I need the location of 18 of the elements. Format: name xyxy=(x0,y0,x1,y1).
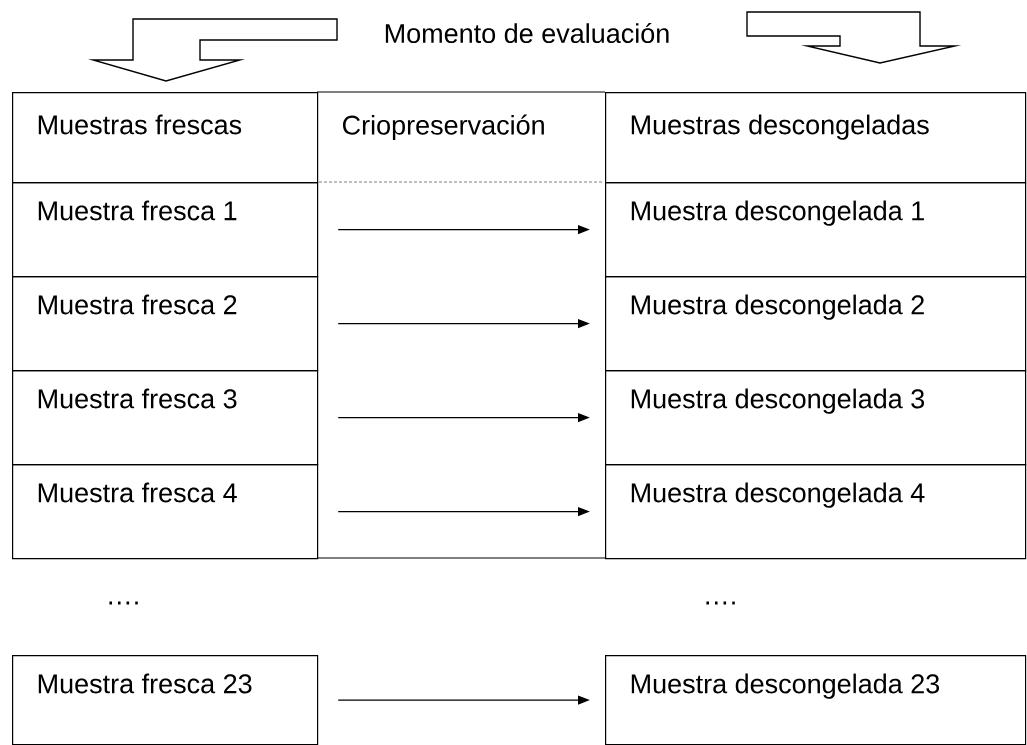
table-cell: Muestra fresca 2 xyxy=(12,276,319,372)
table-cell: Muestra descongelada 23 xyxy=(605,655,1027,745)
table-cell: Muestra fresca 4 xyxy=(12,464,319,560)
table-cell: Muestra descongelada 4 xyxy=(605,464,1027,560)
table-cell: Muestra descongelada 2 xyxy=(605,276,1027,372)
table-cell: Muestra fresca 3 xyxy=(12,370,319,466)
block-arrow xyxy=(746,11,962,64)
ellipsis: …. xyxy=(109,601,138,605)
header-cell: Muestras descongeladas xyxy=(605,92,1027,184)
table-cell: Muestra fresca 23 xyxy=(12,655,319,745)
heading-text: Momento de evaluación xyxy=(385,22,669,44)
header-cell: Muestras frescas xyxy=(12,92,319,184)
table-cell: Muestra fresca 1 xyxy=(12,182,319,278)
ellipsis: …. xyxy=(706,601,735,605)
block-arrow xyxy=(88,18,338,82)
header-cell: Criopreservación xyxy=(342,114,544,141)
table-cell: Muestra descongelada 1 xyxy=(605,182,1027,278)
table-cell: Muestra descongelada 3 xyxy=(605,370,1027,466)
